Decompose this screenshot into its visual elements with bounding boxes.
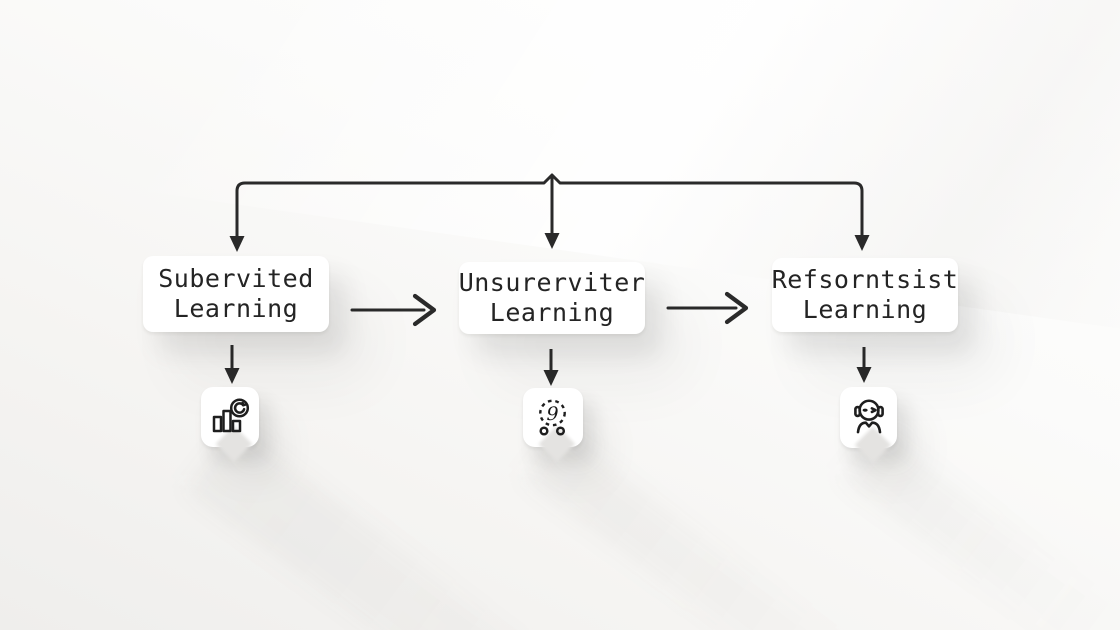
arrowhead-down-3: [854, 235, 870, 251]
node-unsupervised-learning: Unsurerviter Learning: [459, 262, 645, 334]
node-supervised-learning: Subervited Learning: [143, 256, 329, 332]
arrowhead-down-2: [544, 233, 560, 249]
arrow-2-3-chevron: [724, 291, 749, 325]
node-label-line: Refsorntsist: [771, 264, 959, 294]
robot-agent-icon: [853, 398, 884, 433]
arrowhead-down-1: [229, 236, 245, 252]
icon-tile-reinforcement: [840, 387, 897, 448]
arrow-1-2-chevron: [412, 293, 437, 327]
cluster-glyph: 9: [546, 403, 558, 425]
icon-tile-supervised: [201, 387, 259, 447]
bar-chart-refresh-icon: [212, 398, 250, 433]
node-label-line: Unsurerviter: [458, 267, 646, 297]
arrow-to-icon-3-head: [856, 367, 872, 383]
node-label-line: Learning: [802, 295, 928, 324]
node-label-line: Learning: [173, 294, 299, 323]
arrow-to-icon-2-head: [543, 370, 559, 386]
node-label-line: Subervited: [158, 263, 314, 293]
node-reinforcement-learning: Refsorntsist Learning: [772, 258, 958, 332]
cluster-circle-icon: 9: [539, 399, 566, 436]
node-label-line: Learning: [489, 298, 615, 327]
icon-tile-unsupervised: 9: [523, 388, 583, 447]
arrow-to-icon-1-head: [224, 368, 240, 384]
top-bracket-line: [235, 173, 864, 246]
